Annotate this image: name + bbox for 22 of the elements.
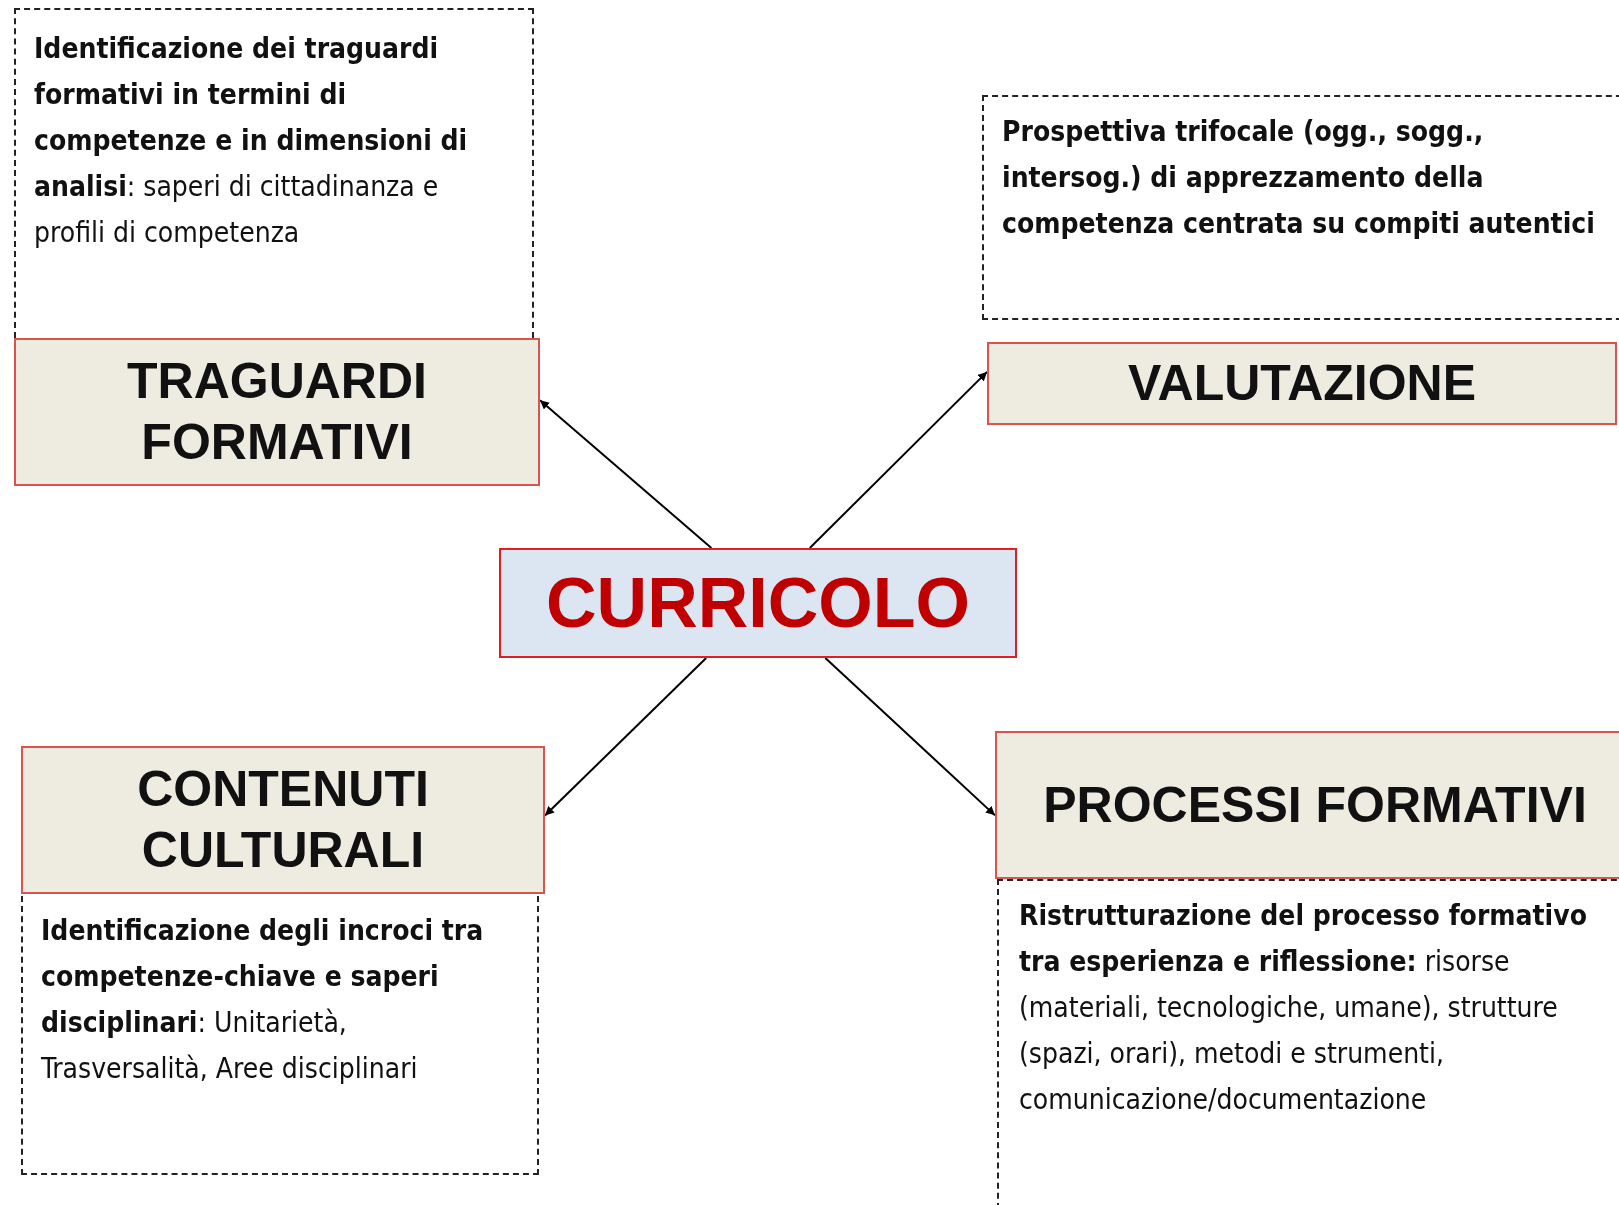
- note-box: [21, 896, 539, 1175]
- description-text: Identificazione degli incroci tra competenze-chiave e saperi disciplinari: Unitarietà, Trasversalità, Aree disciplinari: [40, 913, 485, 1087]
- center-box: [499, 548, 1017, 658]
- heading-text: PROCESSI FORMATIVI: [1043, 775, 1587, 835]
- heading-text: TRAGUARDI FORMATIVI: [126, 352, 428, 472]
- header-box: [21, 746, 545, 894]
- description-text: Prospettiva trifocale (ogg., sogg., intersog.) di apprezzamento della competenza centrata su compiti autentici: [1001, 114, 1596, 242]
- header-box: [987, 342, 1617, 425]
- description-text: Ristrutturazione del processo formativo tra esperienza e riflessione: risorse (materiali, tecnologiche, umane), strutture (spazi, orari), metodi e strumenti, comunicazione/documentazione: [1018, 898, 1588, 1118]
- arrow: [539, 399, 713, 549]
- note-box: [997, 879, 1619, 1205]
- note-box: [14, 8, 534, 338]
- note-box: [982, 95, 1619, 320]
- header-box: [14, 338, 540, 486]
- heading-text: VALUTAZIONE: [1127, 354, 1477, 413]
- description-text: Identificazione dei traguardi formativi in termini di competenze e in dimensioni di analisi: saperi di cittadinanza e profili di competenza: [33, 31, 469, 251]
- arrow: [824, 657, 996, 817]
- arrow: [544, 657, 708, 817]
- heading-text: CONTENUTI CULTURALI: [136, 760, 430, 880]
- header-box: [995, 731, 1619, 879]
- heading-text: CURRICOLO: [546, 568, 970, 638]
- arrow: [808, 370, 988, 549]
